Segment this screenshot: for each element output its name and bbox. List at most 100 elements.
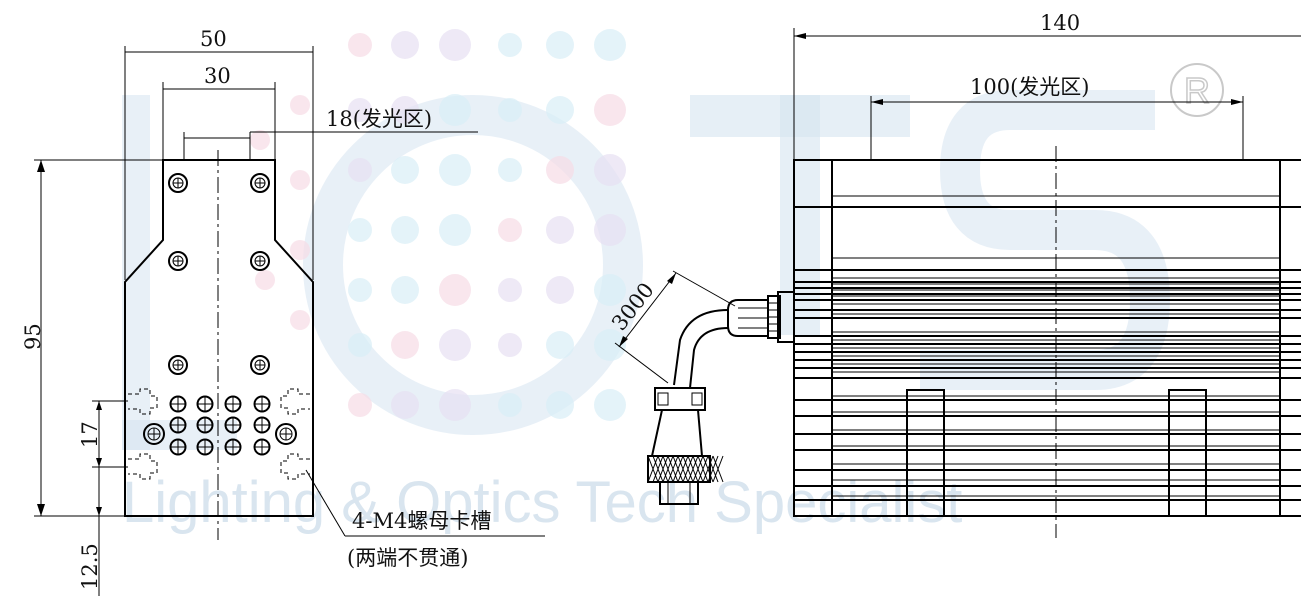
watermark-dot	[391, 331, 419, 359]
watermark-dot	[290, 170, 310, 190]
watermark-dot	[439, 389, 471, 421]
screw-icon	[250, 251, 270, 271]
watermark-dot	[348, 393, 372, 417]
watermark-dot	[348, 98, 372, 122]
vent-hole-icon	[253, 416, 271, 434]
knurl-pattern	[647, 455, 724, 483]
watermark-dot	[498, 98, 522, 122]
vent-hole-icon	[169, 395, 187, 413]
vent-hole-icon	[196, 438, 214, 456]
dim-30-label: 30	[204, 64, 231, 88]
watermark-dot	[546, 31, 574, 59]
nut-slot-icon	[128, 453, 158, 480]
watermark-dot	[439, 154, 471, 186]
vent-hole-icon	[196, 416, 214, 434]
dimension-emitting-length: 100(发光区)	[870, 75, 1244, 160]
screw-icon	[168, 355, 188, 375]
dimension-slot-spacing: 17	[78, 400, 128, 468]
watermark-dot	[391, 156, 419, 184]
dim-12-5-label: 12.5	[78, 543, 102, 590]
watermark-dot	[594, 274, 626, 306]
nut-slot-callout: 4-M4螺母卡槽 (两端不贯通)	[305, 469, 545, 570]
vent-hole-icon	[196, 395, 214, 413]
svg-text:R: R	[1184, 70, 1210, 111]
front-body-outline	[124, 159, 314, 517]
watermark-dot	[348, 158, 372, 182]
vent-hole-icon	[253, 438, 271, 456]
vent-holes	[169, 395, 271, 456]
dimension-length: 140	[793, 11, 1301, 160]
dimension-height: 95	[21, 159, 163, 517]
screw-icon	[168, 173, 188, 193]
screw-icon	[143, 423, 165, 445]
watermark-dot	[498, 278, 522, 302]
watermark-dot	[594, 29, 626, 61]
dim-140-label: 140	[1040, 11, 1080, 35]
nut-slot-note-1: 4-M4螺母卡槽	[352, 509, 491, 533]
dim-100-label: 100(发光区)	[970, 75, 1089, 99]
watermark-dot	[439, 94, 471, 126]
screw-icon	[275, 423, 297, 445]
watermark-dot	[594, 214, 626, 246]
vent-hole-icon	[224, 395, 242, 413]
watermark-dot	[546, 331, 574, 359]
watermark-dot	[594, 154, 626, 186]
nut-slot-icon	[128, 388, 158, 415]
nut-slot-note-2: (两端不贯通)	[347, 546, 468, 570]
dimension-emitting-width: 18(发光区)	[183, 107, 478, 160]
watermark-dot	[439, 329, 471, 361]
watermark-dot	[594, 329, 626, 361]
nut-slot-icon	[280, 453, 310, 480]
watermark-dot	[594, 94, 626, 126]
watermark-dot	[255, 270, 275, 290]
side-view: 140 100(发光区)	[607, 11, 1301, 538]
watermark-dot	[391, 31, 419, 59]
screw-icon	[250, 355, 270, 375]
heatsink-fins	[794, 195, 1301, 501]
vent-hole-icon	[169, 416, 187, 434]
watermark-dots	[250, 29, 626, 421]
vent-hole-icon	[224, 438, 242, 456]
watermark-dot	[391, 391, 419, 419]
vent-hole-icon	[224, 416, 242, 434]
watermark-dot	[250, 130, 270, 150]
watermark-dot	[391, 276, 419, 304]
dimension-width-total: 50	[124, 27, 314, 280]
screw-icon	[250, 173, 270, 193]
watermark-dot	[391, 216, 419, 244]
screw-icon	[168, 251, 188, 271]
dim-17-label: 17	[78, 421, 102, 448]
dim-18-label: 18(发光区)	[326, 107, 432, 131]
watermark-dot	[290, 240, 310, 260]
front-view: 50 30 18(发光区) 95	[21, 27, 545, 596]
cable-gland	[727, 291, 795, 343]
watermark-dot	[348, 33, 372, 57]
dimension-width-holes: 30	[162, 64, 276, 160]
cable	[673, 309, 729, 389]
dim-95-label: 95	[21, 323, 45, 350]
watermark-dot	[498, 33, 522, 57]
dim-50-label: 50	[200, 27, 227, 51]
watermark-dot	[439, 29, 471, 61]
watermark-dot	[498, 218, 522, 242]
watermark-dot	[439, 274, 471, 306]
watermark-dot	[391, 96, 419, 124]
nut-slot-icon	[280, 388, 310, 415]
watermark-dot	[498, 393, 522, 417]
vent-hole-icon	[253, 395, 271, 413]
watermark-dot	[439, 214, 471, 246]
connector-icon	[647, 387, 724, 505]
watermark-dot	[546, 391, 574, 419]
watermark-dot	[546, 276, 574, 304]
dimension-bottom-offset: 12.5	[78, 467, 102, 596]
watermark-dot	[348, 218, 372, 242]
mount-foot	[906, 389, 945, 517]
watermark-dot	[546, 216, 574, 244]
watermark-dot	[348, 333, 372, 357]
watermark-dot	[546, 96, 574, 124]
registered-mark-icon: R	[1170, 63, 1224, 117]
watermark-dot	[498, 158, 522, 182]
watermark-dot	[348, 278, 372, 302]
vent-hole-icon	[169, 438, 187, 456]
